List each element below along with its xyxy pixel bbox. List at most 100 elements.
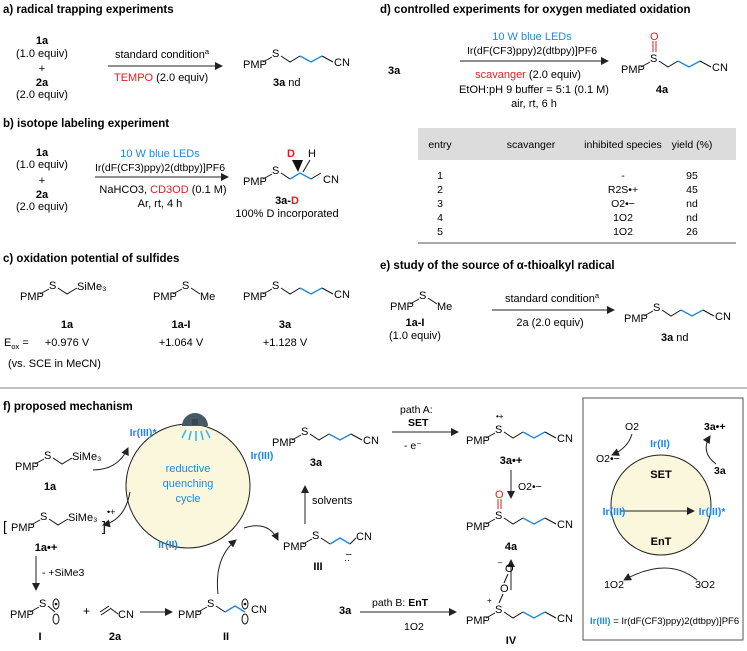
svg-text:PMP: PMP	[283, 541, 307, 553]
cycle-text-line-2: quenching	[163, 478, 214, 490]
panel-c: c) oxidation potential of sulfides PMP S…	[3, 253, 350, 370]
product-4a-structure: PMP S O CN	[621, 31, 728, 76]
svg-text:PMP: PMP	[11, 522, 35, 534]
light-source: 10 W blue LEDs	[492, 31, 572, 43]
ir-II-label: Ir(II)	[158, 539, 178, 551]
svg-text:–: –	[346, 549, 352, 560]
arrow-1a-to-cycle	[92, 447, 129, 471]
radical-II-label: II	[223, 631, 229, 643]
panel-b: b) isotope labeling experiment 1a (1.0 e…	[3, 118, 339, 220]
svg-text:CN: CN	[334, 57, 350, 69]
reactant-1a-I-structure: PMP S Me	[390, 290, 452, 313]
svg-text:··: ··	[344, 555, 350, 565]
plus-sign: +	[39, 63, 45, 75]
reactant-2a-equiv: (2.0 equiv)	[16, 201, 68, 213]
reactant-2a-label: 2a	[36, 189, 49, 201]
eox-label: Eox =	[4, 337, 29, 351]
table-cell-species: O2•−	[611, 198, 635, 210]
svg-text:S: S	[419, 290, 426, 302]
table-cell-yield: 26	[686, 226, 698, 238]
svg-text:PMP: PMP	[178, 609, 202, 621]
table-cell-yield: nd	[686, 198, 698, 210]
svg-text:–: –	[498, 558, 503, 567]
svg-text:[: [	[3, 518, 7, 534]
loss-tms-label: - +SiMe3	[42, 567, 84, 579]
solvents-label: solvents	[312, 495, 353, 507]
svg-text:+: +	[487, 596, 492, 605]
table-cell-entry: 4	[437, 212, 443, 224]
svg-text:O: O	[495, 489, 504, 501]
inset-cycle	[610, 454, 712, 556]
d-incorporation: 100% D incorporated	[235, 208, 338, 220]
product-3a-label: 3a	[310, 457, 323, 469]
table-header-entry: entry	[428, 139, 452, 151]
superoxide-label: O2•−	[518, 481, 542, 493]
table-header-bg	[418, 128, 736, 160]
svg-text:S: S	[39, 598, 46, 610]
reagent-2a: 2a (2.0 equiv)	[516, 317, 583, 329]
ir-excited-label: Ir(III)*	[130, 427, 158, 439]
hydrogen-label: H	[308, 148, 316, 160]
acrylonitrile-2a-structure: CN	[99, 605, 134, 621]
atmosphere: Ar, rt, 4 h	[138, 198, 183, 210]
cycle-text-line-1: reductive	[166, 463, 211, 475]
path-b-label: path B: EnT	[372, 597, 429, 609]
product-3a-structure: PMP S CN	[624, 302, 731, 325]
structure-3a: PMP S CN	[243, 280, 350, 303]
ir-III-label: Ir(III)	[251, 450, 274, 462]
reactant-1a-label: 1a	[36, 147, 49, 159]
svg-text:S: S	[49, 280, 56, 292]
svg-text:CN: CN	[118, 609, 134, 621]
panel-d-title: d) controlled experiments for oxygen med…	[380, 4, 691, 16]
table-row: 4 1O2 nd	[437, 212, 698, 224]
persulfoxide-IV-label: IV	[506, 635, 517, 647]
panel-f: f) proposed mechanism reductive quenchin…	[3, 397, 744, 647]
condition-label: standard conditiona	[505, 291, 600, 305]
inset-border	[582, 397, 744, 641]
path-a-electron-loss: - e⁻	[404, 440, 422, 452]
path-a-label: path A:	[400, 404, 433, 416]
svg-text:S: S	[40, 511, 47, 523]
plus-sign: +	[39, 175, 45, 187]
svg-text:Me: Me	[437, 301, 452, 313]
product-4a-label: 4a	[656, 84, 669, 96]
svg-text:S: S	[182, 280, 189, 292]
condition-label: standard conditiona	[115, 47, 210, 61]
deuterium-label: D	[287, 148, 295, 160]
blue-led-lamp-icon	[181, 413, 211, 441]
radical-cation-1a-label: 1a•+	[35, 542, 58, 554]
svg-text:CN: CN	[557, 519, 573, 531]
product-3a-d-label: 3a-D	[275, 195, 299, 207]
svg-text:CN: CN	[356, 531, 372, 543]
reactant-1a-equiv: (1.0 equiv)	[16, 48, 68, 60]
compound-1a-label: 1a	[44, 481, 57, 493]
radical-cation-3a-label: 3a•+	[500, 455, 523, 467]
table-header-yield: yield (%)	[672, 139, 713, 151]
reactant-1a-equiv: (1.0 equiv)	[16, 159, 68, 171]
svg-text:PMP: PMP	[15, 461, 39, 473]
table-header-species: inhibited species	[584, 139, 662, 151]
inset-caption: Ir(III) = Ir(dF(CF3)ppy)2(dtbpy)]PF6	[590, 616, 739, 627]
table-cell-species: -	[621, 170, 625, 182]
tempo-additive: TEMPO (2.0 equiv)	[114, 72, 208, 84]
anion-III-label: III	[313, 561, 322, 573]
base-solvent: NaHCO3, CD3OD (0.1 M)	[99, 184, 226, 196]
svg-text:PMP: PMP	[20, 291, 44, 303]
radical-II-structure: PMP S CN	[178, 598, 267, 625]
svg-text:S: S	[207, 598, 214, 610]
table-cell-species: R2S•+	[608, 184, 638, 196]
reactant-1a-I-equiv: (1.0 equiv)	[389, 330, 441, 342]
svg-text:CN: CN	[715, 311, 731, 323]
table-cell-entry: 1	[437, 170, 443, 182]
inset-3a-oxidation-arrow	[702, 435, 717, 465]
inset-ent-label: EnT	[651, 536, 672, 548]
potential-1a-I: +1.064 V	[159, 337, 204, 349]
svg-text:SiMe₃: SiMe₃	[77, 281, 107, 293]
inset-set-label: SET	[650, 469, 672, 481]
svg-text:S: S	[312, 530, 319, 542]
svg-text:S: S	[653, 302, 660, 314]
cycle-text-line-3: cycle	[175, 493, 200, 505]
svg-text:S: S	[272, 48, 279, 60]
radical-cation-3a-structure: PMP S •+ CN	[466, 412, 573, 447]
